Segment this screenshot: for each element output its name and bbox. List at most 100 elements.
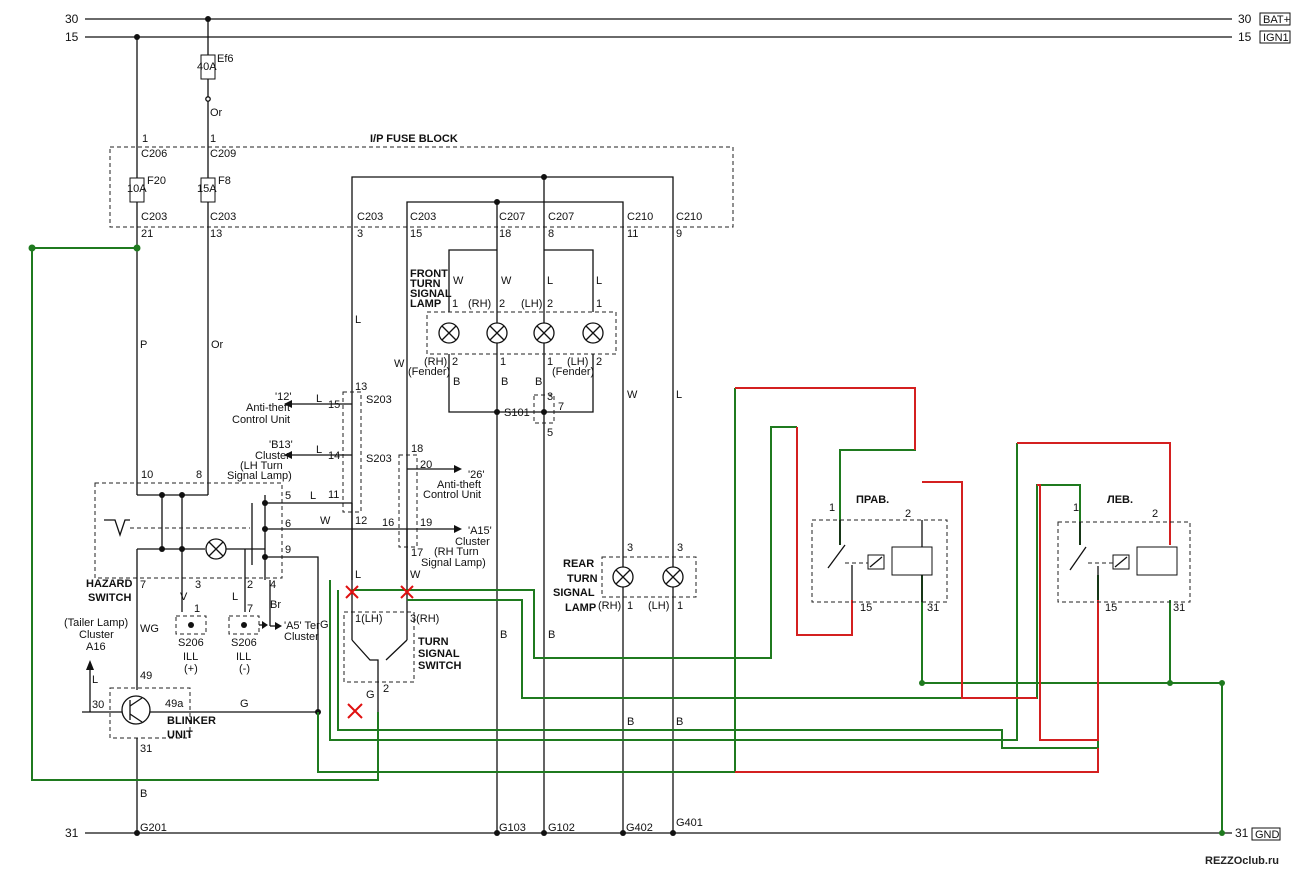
svg-text:(-): (-) <box>239 663 250 675</box>
svg-text:G402: G402 <box>626 822 653 834</box>
svg-text:18: 18 <box>499 228 511 240</box>
svg-text:C210: C210 <box>676 211 702 223</box>
svg-text:S203: S203 <box>366 394 392 406</box>
fuse-ef6-rating: 40A <box>197 61 217 73</box>
svg-text:3: 3 <box>547 391 553 403</box>
svg-text:7: 7 <box>558 401 564 413</box>
svg-text:LAMP: LAMP <box>410 298 441 310</box>
svg-text:13: 13 <box>210 228 222 240</box>
svg-text:2: 2 <box>596 356 602 368</box>
svg-text:7: 7 <box>140 579 146 591</box>
relay-right: ПРАВ. 1 2 15 31 <box>811 494 948 614</box>
svg-text:1: 1 <box>677 600 683 612</box>
svg-text:L: L <box>596 275 602 287</box>
svg-text:W: W <box>453 275 464 287</box>
svg-text:30: 30 <box>92 699 104 711</box>
svg-text:L: L <box>355 314 361 326</box>
target-a15-cluster: 'A15' Cluster (RH Turn Signal Lamp) <box>421 525 492 569</box>
svg-text:L: L <box>547 275 553 287</box>
svg-text:L: L <box>316 393 322 405</box>
svg-text:SIGNAL: SIGNAL <box>553 587 595 599</box>
svg-text:ПРАВ.: ПРАВ. <box>856 494 889 506</box>
fuse-ef6-wire: Or <box>210 107 223 119</box>
svg-text:B: B <box>676 716 683 728</box>
svg-text:C203: C203 <box>210 211 236 223</box>
bat-rail-label-left: 30 <box>65 12 79 26</box>
svg-text:C207: C207 <box>548 211 574 223</box>
svg-text:15A: 15A <box>197 183 217 195</box>
svg-text:(Fender): (Fender) <box>552 366 594 378</box>
svg-text:'B13': 'B13' <box>269 439 293 451</box>
svg-text:C203: C203 <box>410 211 436 223</box>
turn-switch-title-2: SIGNAL <box>418 648 460 660</box>
svg-text:'26': '26' <box>468 469 484 481</box>
cut-marks <box>345 585 414 719</box>
svg-text:(Fender): (Fender) <box>408 366 450 378</box>
svg-text:11: 11 <box>627 228 638 240</box>
fuse-f8-name: F8 <box>218 175 231 187</box>
svg-text:C203: C203 <box>357 211 383 223</box>
svg-text:15: 15 <box>410 228 422 240</box>
svg-text:15: 15 <box>1105 602 1117 614</box>
svg-text:C207: C207 <box>499 211 525 223</box>
svg-text:11: 11 <box>328 489 339 501</box>
ground-points: G201 G103 G102 G402 G401 <box>140 817 703 836</box>
svg-text:B: B <box>140 788 147 800</box>
svg-text:W: W <box>410 569 421 581</box>
svg-text:2: 2 <box>905 508 911 520</box>
svg-text:B: B <box>535 376 542 388</box>
gnd-rail-label-right: 31 <box>1235 826 1249 840</box>
svg-text:S203: S203 <box>366 453 392 465</box>
svg-text:(+): (+) <box>184 663 198 675</box>
gnd-rail: 31 31 GND <box>65 826 1281 841</box>
ip-fuse-block: I/P FUSE BLOCK <box>109 133 734 228</box>
svg-text:G: G <box>240 698 249 710</box>
svg-text:ILL: ILL <box>183 651 198 663</box>
ign-rail-label-left: 15 <box>65 30 79 44</box>
svg-text:V: V <box>180 591 188 603</box>
svg-text:Control Unit: Control Unit <box>423 489 481 501</box>
watermark: REZZOclub.ru <box>1205 855 1279 867</box>
svg-text:Cluster: Cluster <box>455 536 490 548</box>
ign-rail: 15 15 IGN1 <box>65 30 1291 44</box>
target-b13-cluster: 'B13' Cluster (LH Turn Signal Lamp) <box>227 439 293 482</box>
added-wiring <box>28 244 1225 836</box>
turn-switch-title-1: TURN <box>418 636 449 648</box>
bat-rail: 30 30 BAT+ <box>65 12 1291 26</box>
svg-text:(LH): (LH) <box>567 356 588 368</box>
ill-splices: 1 S206 ILL (+) 7 S206 ILL (-) <box>175 603 268 675</box>
target-a16-cluster: (Tailer Lamp) Cluster A16 <box>64 617 128 653</box>
svg-text:31: 31 <box>1173 602 1185 614</box>
svg-text:WG: WG <box>140 623 159 635</box>
svg-text:ILL: ILL <box>236 651 251 663</box>
svg-text:(LH): (LH) <box>648 600 669 612</box>
svg-text:3: 3 <box>677 542 683 554</box>
svg-text:C203: C203 <box>141 211 167 223</box>
front-lamp-title-1: FRONT <box>410 268 448 280</box>
svg-text:B: B <box>453 376 460 388</box>
svg-text:Control Unit: Control Unit <box>232 414 290 426</box>
svg-text:Cluster: Cluster <box>79 629 114 641</box>
svg-text:W: W <box>320 515 331 527</box>
blinker-unit: 49 49a 30 31 L G BLINKER UNIT B <box>82 660 321 836</box>
svg-text:Br: Br <box>270 599 281 611</box>
svg-text:31: 31 <box>927 602 939 614</box>
svg-text:1: 1 <box>1073 502 1079 514</box>
svg-text:13: 13 <box>355 381 367 393</box>
svg-text:10: 10 <box>141 469 153 481</box>
turn-signal-switch: L W 1(LH) 3(RH) 2 G TURN SIGNAL SWITCH <box>343 503 461 712</box>
svg-text:2: 2 <box>383 683 389 695</box>
svg-text:15: 15 <box>860 602 872 614</box>
svg-text:(Tailer Lamp): (Tailer Lamp) <box>64 617 128 629</box>
bat-rail-label-right: 30 <box>1238 12 1252 26</box>
svg-text:ЛЕВ.: ЛЕВ. <box>1107 494 1133 506</box>
svg-text:1: 1 <box>627 600 633 612</box>
svg-text:17: 17 <box>411 547 423 559</box>
svg-text:1: 1 <box>210 133 216 145</box>
svg-text:18: 18 <box>411 443 423 455</box>
fuse-f20: 1 C206 10A F20 C203 21 P <box>127 133 167 495</box>
fuse-ef6-name: Ef6 <box>217 53 234 65</box>
hazard-switch-title-2: SWITCH <box>88 592 131 604</box>
rear-turn-signal-lamps: 3 3 1 1 (RH) (LH) REAR TURN SIGNAL LAMP … <box>500 542 697 728</box>
svg-text:Cluster: Cluster <box>255 450 290 462</box>
